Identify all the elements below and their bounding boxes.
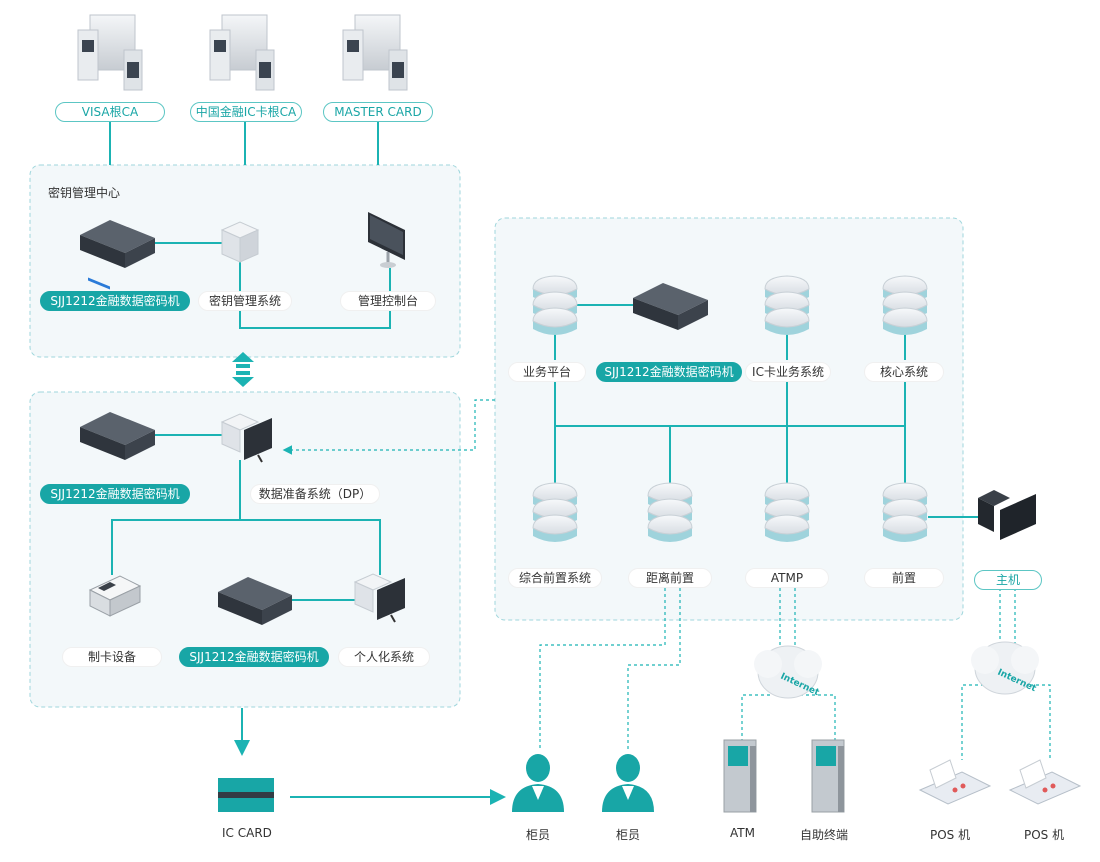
bank-hsm-label: SJJ1212金融数据密码机 xyxy=(596,362,742,382)
server-stack-icon-front xyxy=(882,482,928,542)
atmp-label: ATMP xyxy=(745,568,829,588)
server-layer-top xyxy=(882,514,928,535)
server-stack-icon-front1 xyxy=(532,482,578,542)
teller-icon-1 xyxy=(512,754,564,812)
remote-front-label: 距离前置 xyxy=(628,568,712,588)
core-system-label: 核心系统 xyxy=(864,362,944,382)
host-computer-icon xyxy=(978,490,1036,540)
mastercard-label: MASTER CARD xyxy=(323,102,433,122)
server-tower-icon-kms xyxy=(220,221,260,263)
server-stack-icon-ic xyxy=(764,275,810,335)
server-layer-top xyxy=(532,307,578,328)
ic-business-label: IC卡业务系统 xyxy=(745,362,831,382)
cloud-icon-atm: Internet xyxy=(754,645,822,699)
atm-label: ATM xyxy=(730,826,755,840)
ic-card-label: IC CARD xyxy=(222,826,272,840)
cloud-icon-pos: Internet xyxy=(971,641,1039,695)
hsm-icon-dp xyxy=(80,412,155,460)
dp-system-label: 数据准备系统（DP） xyxy=(250,484,380,504)
card-device-label: 制卡设备 xyxy=(62,647,162,667)
personal-system-label: 个人化系统 xyxy=(338,647,430,667)
server-layer-top xyxy=(532,514,578,535)
server-stack-icon-business xyxy=(532,275,578,335)
hsm-icon-kmc xyxy=(80,220,155,290)
kmc-hsm-label: SJJ1212金融数据密码机 xyxy=(40,291,190,311)
front-label: 前置 xyxy=(864,568,944,588)
bank-panel xyxy=(494,217,964,621)
pos-icon-1 xyxy=(918,759,992,805)
building-icon-cfca xyxy=(209,14,275,91)
workstation-icon-dp xyxy=(220,413,272,463)
teller-icon-2 xyxy=(602,754,654,812)
server-stack-icon-core xyxy=(882,275,928,335)
kms-label: 密钥管理系统 xyxy=(198,291,292,311)
visa-ca-label: VISA根CA xyxy=(55,102,165,122)
workstation-icon-personal xyxy=(353,573,405,623)
server-layer-top xyxy=(764,307,810,328)
monitor-icon-console xyxy=(368,212,405,268)
self-service-label: 自助终端 xyxy=(800,828,849,842)
connection-lines xyxy=(109,120,978,805)
ic-card-icon xyxy=(218,778,274,812)
hsm-icon-bank xyxy=(633,283,708,330)
server-stack-icon-atmp xyxy=(764,482,810,542)
server-stack-icon-remote xyxy=(647,482,693,542)
teller-label-1: 柜员 xyxy=(526,828,551,842)
atm-icon xyxy=(723,739,757,813)
double-arrow-icon xyxy=(232,352,254,387)
pos-label-2: POS 机 xyxy=(1024,828,1065,842)
dp-hsm2-label: SJJ1212金融数据密码机 xyxy=(179,647,329,667)
front-system-label: 综合前置系统 xyxy=(508,568,602,588)
host-label: 主机 xyxy=(974,570,1042,590)
dp-hsm-label: SJJ1212金融数据密码机 xyxy=(40,484,190,504)
console-label: 管理控制台 xyxy=(340,291,436,311)
pos-label-1: POS 机 xyxy=(930,828,971,842)
teller-label-2: 柜员 xyxy=(616,828,641,842)
self-service-icon xyxy=(811,739,845,813)
dp-panel xyxy=(29,391,461,708)
building-icon-visa xyxy=(77,14,143,91)
server-layer-top xyxy=(764,514,810,535)
business-platform-label: 业务平台 xyxy=(508,362,586,382)
cfca-label: 中国金融IC卡根CA xyxy=(190,102,302,122)
pos-icon-2 xyxy=(1008,759,1082,805)
hsm-icon-dp2 xyxy=(218,577,292,625)
card-printer-icon xyxy=(88,575,142,617)
building-icon-master xyxy=(342,14,408,91)
server-layer-top xyxy=(882,307,928,328)
server-layer-top xyxy=(647,514,693,535)
kmc-title: 密钥管理中心 xyxy=(48,186,121,200)
dashed-links xyxy=(282,399,1051,760)
